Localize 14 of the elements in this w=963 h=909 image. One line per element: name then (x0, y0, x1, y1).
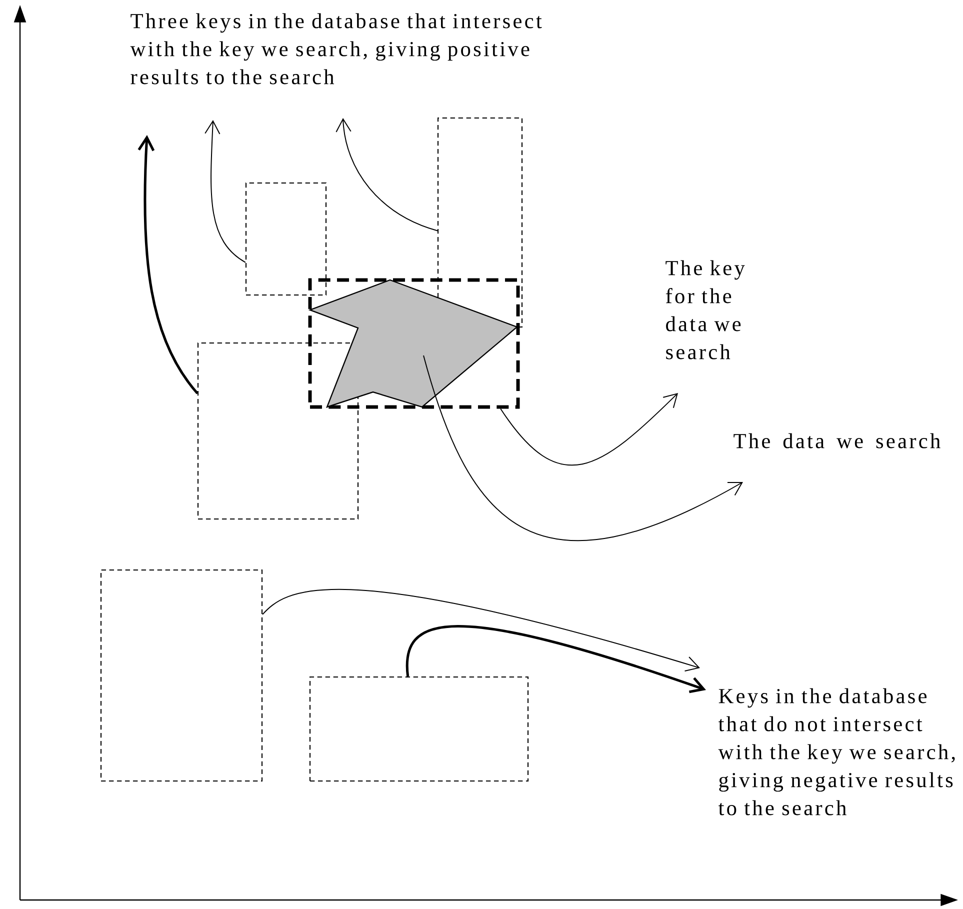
arrow (500, 393, 678, 466)
arrow (262, 589, 700, 672)
arrow (204, 120, 246, 263)
dashed-box (100, 569, 263, 782)
annotation-text: The data we search (734, 433, 940, 448)
arrow (138, 135, 198, 394)
dashed-box (197, 342, 359, 520)
arrow (336, 118, 438, 232)
annotation-text: Keys in the database that do not intersect with the key we search, giving negative results to the search (718, 688, 955, 816)
dashed-box (309, 676, 529, 782)
arrow (406, 625, 706, 694)
annotation-text: Three keys in the database that intersect with the key we search, giving positive results to the search (130, 13, 542, 84)
annotation-text: The key for the data we search (666, 260, 745, 360)
dashed-box (245, 182, 327, 296)
